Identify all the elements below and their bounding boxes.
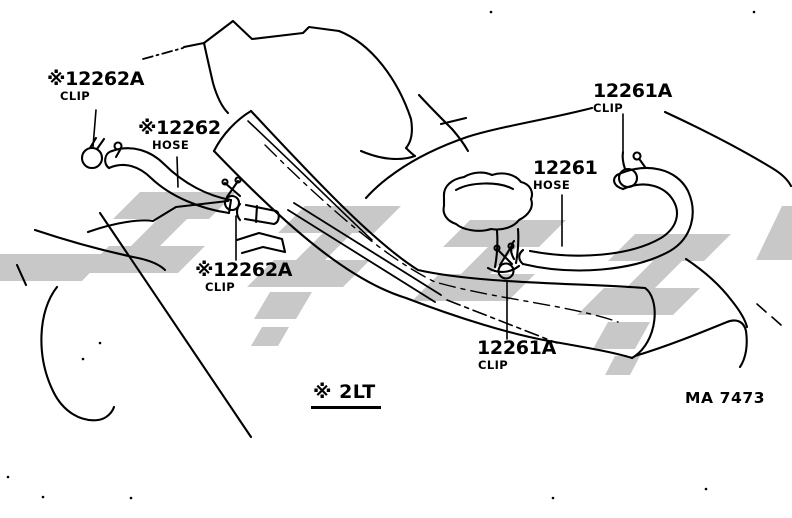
part-name: CLIP — [205, 280, 236, 294]
part-name: HOSE — [152, 138, 190, 152]
oil-filler-cap-drawing — [442, 171, 534, 273]
callout-clip-12262a-top: ※12262A CLIP — [47, 70, 144, 103]
clip-12261a-bottom-drawing — [493, 242, 515, 280]
part-number: 12261A — [477, 337, 557, 359]
stray-dots — [6, 10, 756, 500]
clip-12261a-top-drawing — [617, 150, 647, 189]
part-number: ※12262A — [47, 68, 145, 90]
part-name: CLIP — [593, 101, 624, 115]
hose-12262-drawing — [104, 147, 233, 215]
nozzle-and-bracket-drawing — [235, 202, 558, 344]
engine-variant-note: ※ 2LT — [311, 381, 381, 409]
part-name: HOSE — [533, 178, 571, 192]
callout-clip-12261a-bottom: 12261A CLIP — [477, 339, 556, 372]
callout-hose-12261: 12261 HOSE — [533, 159, 598, 192]
leader-lines — [92, 109, 624, 340]
figure-code: MA 7473 — [685, 389, 766, 407]
part-number: ※12262 — [138, 117, 221, 139]
part-number: ※12262A — [195, 259, 293, 281]
clip-12262a-center-drawing — [221, 176, 242, 212]
part-number: 12261A — [593, 80, 673, 102]
callout-hose-12262: ※12262 HOSE — [138, 119, 221, 152]
part-name: CLIP — [60, 89, 91, 103]
engine-outline — [15, 19, 792, 439]
callout-clip-12262a-center: ※12262A CLIP — [195, 261, 292, 294]
part-name: CLIP — [478, 358, 509, 372]
intake-tube-drawing — [212, 109, 656, 360]
clip-12262a-top-drawing — [80, 136, 123, 170]
watermark-logo — [0, 192, 792, 375]
callout-clip-12261a-top: 12261A CLIP — [593, 82, 672, 115]
part-number: 12261 — [533, 157, 598, 179]
